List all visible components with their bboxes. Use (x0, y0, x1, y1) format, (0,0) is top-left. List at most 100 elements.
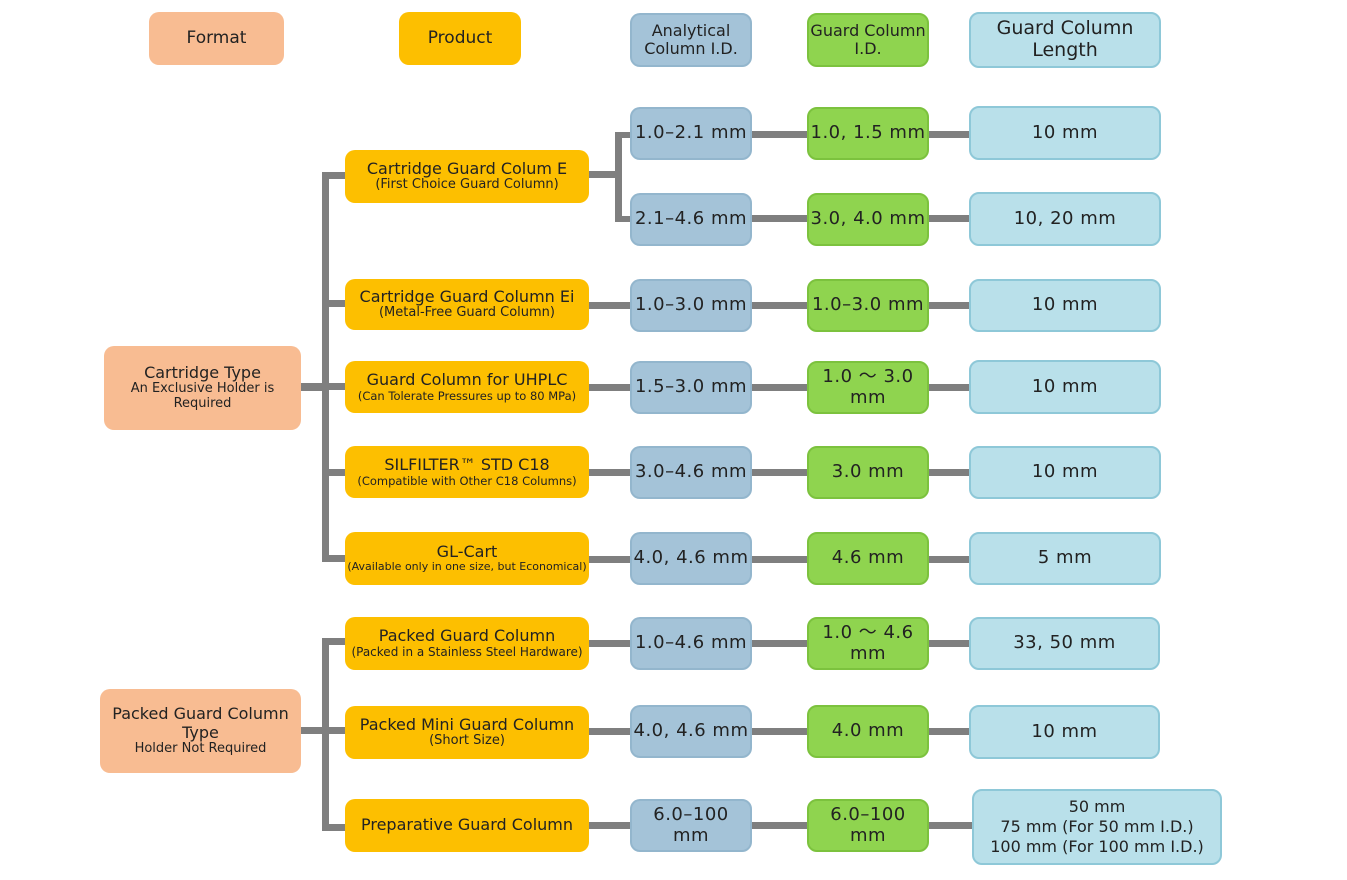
analytical-id-cell: 1.5–3.0 mm (630, 361, 752, 414)
format-packed-title2: Type (182, 722, 219, 742)
analytical-id-cell: 1.0–4.6 mm (630, 617, 752, 670)
guard-length-value: 10 mm (1031, 121, 1099, 143)
analytical-id-cell: 3.0–4.6 mm (630, 446, 752, 499)
analytical-id-value: 1.5–3.0 mm (634, 376, 748, 398)
header-format: Format (149, 12, 284, 65)
analytical-id-value-line1: 6.0–100 (653, 803, 729, 825)
analytical-id-value: 4.0, 4.6 mm (633, 547, 749, 569)
guard-length-cell: 5 mm (969, 532, 1161, 585)
header-product: Product (399, 12, 521, 65)
connector-line (927, 131, 971, 138)
connector-line (927, 215, 971, 222)
product-subtitle: (Available only in one size, but Economi… (347, 560, 587, 574)
connector-line (322, 727, 345, 734)
connector-line (615, 216, 631, 222)
guard-id-value-line2: mm (849, 824, 887, 846)
connector-line (588, 728, 632, 735)
connector-line (322, 555, 345, 562)
connector-line (751, 822, 809, 829)
connector-line (322, 638, 345, 645)
connector-line (751, 640, 809, 647)
format-packed-title1: Packed Guard Column (112, 704, 289, 724)
header-guard-length: Guard Column Length (969, 12, 1161, 68)
guard-id-value-line1: 1.0 ～ 4.6 (822, 621, 914, 643)
guard-id-value: 3.0, 4.0 mm (810, 208, 926, 230)
guard-id-cell: 4.0 mm (807, 705, 929, 758)
guard-id-cell: 1.0, 1.5 mm (807, 107, 929, 160)
guard-id-cell: 1.0 ～ 4.6 mm (807, 617, 929, 670)
guard-id-cell: 4.6 mm (807, 532, 929, 585)
format-packed-type: Packed Guard Column Type Holder Not Requ… (100, 689, 301, 773)
guard-length-value-line1: 50 mm (1068, 797, 1126, 816)
header-analytical-id-line2: Column I.D. (644, 39, 738, 58)
header-guard-id: Guard Column I.D. (807, 13, 929, 67)
header-guard-id-line2: I.D. (854, 39, 882, 58)
product-name: GL-Cart (436, 541, 498, 561)
product-cartridge-guard-ei: Cartridge Guard Column Ei (Metal-Free Gu… (345, 279, 589, 330)
analytical-id-cell: 4.0, 4.6 mm (630, 705, 752, 758)
connector-line (300, 383, 324, 391)
connector-line (322, 638, 329, 831)
analytical-id-value-line2: mm (672, 824, 710, 846)
product-guard-uhplc: Guard Column for UHPLC (Can Tolerate Pre… (345, 361, 589, 413)
connector-line (322, 172, 329, 561)
connector-line (751, 469, 809, 476)
format-packed-sub: Holder Not Required (134, 740, 267, 756)
connector-line (927, 384, 971, 391)
guard-id-cell: 1.0–3.0 mm (807, 279, 929, 332)
product-cartridge-guard-e: Cartridge Guard Colum E (First Choice Gu… (345, 150, 589, 203)
connector-line (927, 469, 971, 476)
analytical-id-value: 4.0, 4.6 mm (633, 720, 749, 742)
connector-line (588, 556, 632, 563)
product-name: Cartridge Guard Column Ei (359, 286, 575, 306)
header-guard-length-line2: Length (1032, 39, 1098, 61)
guard-length-value: 10 mm (1031, 461, 1099, 483)
product-name: Packed Guard Column (378, 626, 556, 646)
connector-line (322, 469, 345, 476)
connector-line (588, 469, 632, 476)
guard-id-value: 1.0, 1.5 mm (810, 122, 926, 144)
analytical-id-value: 1.0–4.6 mm (634, 632, 748, 654)
connector-line (751, 728, 809, 735)
analytical-id-value: 1.0–3.0 mm (634, 294, 748, 316)
guard-id-cell: 6.0–100 mm (807, 799, 929, 852)
analytical-id-cell: 1.0–2.1 mm (630, 107, 752, 160)
guard-length-cell: 10 mm (969, 279, 1161, 332)
product-name: Guard Column for UHPLC (366, 370, 568, 390)
header-analytical-id: Analytical Column I.D. (630, 13, 752, 67)
connector-line (322, 172, 345, 179)
analytical-id-value: 2.1–4.6 mm (634, 208, 748, 230)
product-name: Preparative Guard Column (360, 815, 574, 835)
product-subtitle: (Metal-Free Guard Column) (378, 305, 555, 321)
header-guard-length-line1: Guard Column (996, 17, 1134, 40)
connector-line (615, 132, 622, 222)
format-cartridge-title: Cartridge Type (144, 362, 261, 382)
connector-line (751, 131, 809, 138)
connector-line (927, 302, 971, 309)
guard-id-value: 3.0 mm (831, 461, 905, 483)
guard-length-cell: 10, 20 mm (969, 192, 1161, 246)
connector-line (322, 383, 345, 390)
guard-id-value: 4.6 mm (831, 547, 905, 569)
guard-length-cell: 10 mm (969, 360, 1161, 414)
connector-line (751, 215, 809, 222)
connector-line (751, 556, 809, 563)
guard-length-value: 10, 20 mm (1013, 207, 1117, 229)
product-preparative-guard: Preparative Guard Column (345, 799, 589, 852)
guard-id-value-line1: 6.0–100 (830, 803, 906, 825)
guard-id-cell: 3.0 mm (807, 446, 929, 499)
connector-line (927, 728, 971, 735)
product-subtitle: (Can Tolerate Pressures up to 80 MPa) (357, 388, 577, 403)
format-cartridge-type: Cartridge Type An Exclusive Holder is Re… (104, 346, 301, 430)
product-subtitle: (Compatible with Other C18 Columns) (357, 473, 577, 488)
product-subtitle: (First Choice Guard Column) (375, 177, 559, 193)
connector-line (927, 556, 971, 563)
analytical-id-cell: 6.0–100 mm (630, 799, 752, 852)
product-packed-guard: Packed Guard Column (Packed in a Stainle… (345, 617, 589, 670)
analytical-id-value: 1.0–2.1 mm (634, 122, 748, 144)
guard-length-value: 5 mm (1037, 547, 1093, 569)
connector-line (300, 727, 324, 734)
header-guard-id-line1: Guard Column (810, 20, 926, 40)
connector-line (588, 384, 632, 391)
product-name: Packed Mini Guard Column (359, 714, 575, 734)
